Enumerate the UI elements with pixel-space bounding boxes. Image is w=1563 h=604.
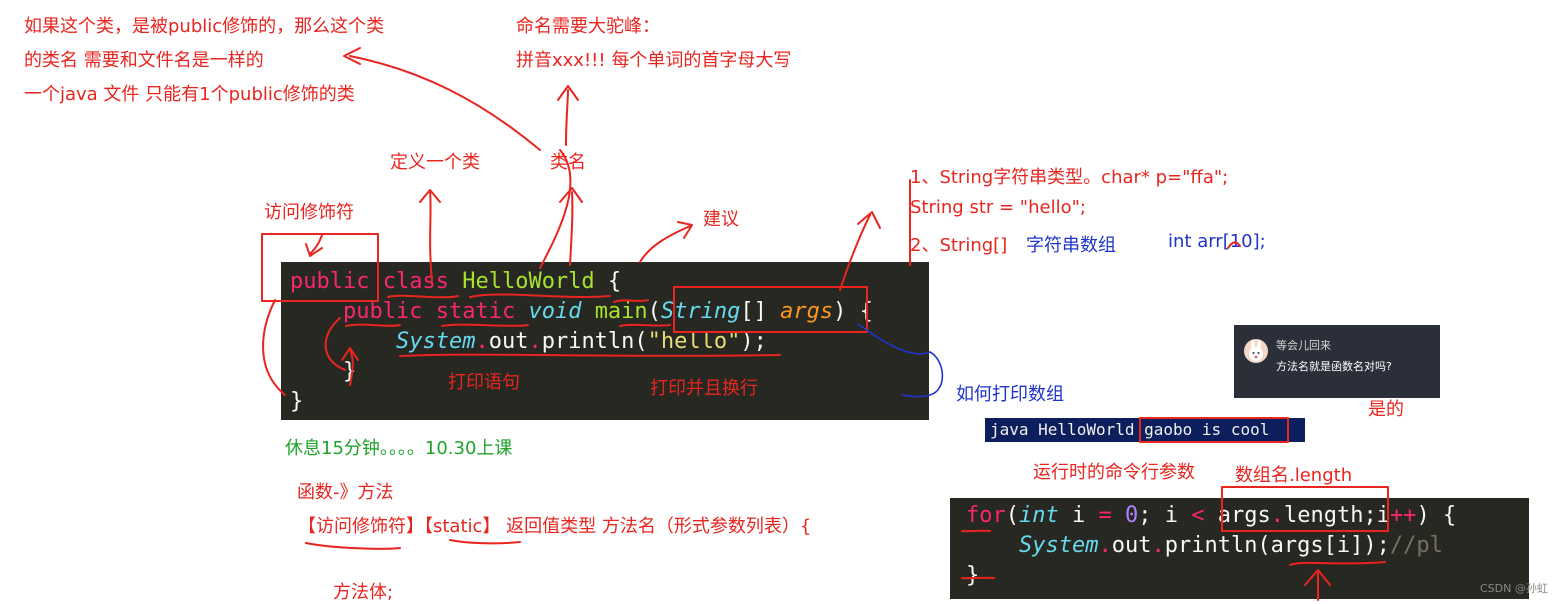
note-array-length: 数组名.length — [1235, 465, 1353, 486]
note-naming-1: 命名需要大驼峰： — [516, 16, 660, 37]
code-block-helloworld: public class HelloWorld { public static … — [281, 262, 929, 420]
code-token: 0 — [1125, 503, 1139, 528]
code-token — [966, 533, 1019, 558]
code-token: ); — [740, 329, 767, 354]
note-string-3: 2、String[] — [910, 235, 1008, 256]
terminal-command: java HelloWorld gaobo is cool — [985, 418, 1305, 442]
code-line-1: public class HelloWorld { — [290, 267, 621, 297]
code-token: out — [1111, 533, 1152, 558]
code-token: < — [1191, 503, 1205, 528]
chat-message: 方法名就是函数名对吗? — [1276, 360, 1392, 373]
note-method-body: 方法体; — [333, 582, 394, 603]
code-token — [515, 299, 528, 324]
code-token: ( — [647, 299, 661, 324]
note-define-class: 定义一个类 — [390, 152, 480, 173]
code2-line-2: System.out.println(args[i]);//pl — [966, 531, 1443, 561]
code-token — [581, 299, 594, 324]
code-token: . — [528, 329, 542, 354]
code-token: i — [1058, 503, 1099, 528]
note-how-print-array: 如何打印数组 — [956, 384, 1064, 405]
note-string-1: 1、String字符串类型。char* p="ffa"; — [910, 167, 1229, 188]
code-token: . — [475, 329, 489, 354]
code2-line-1: for(int i = 0; i < args.length;i++) { — [966, 501, 1456, 531]
code-line-4: } — [290, 357, 356, 387]
chat-popup[interactable]: 等会儿回来 方法名就是函数名对吗? — [1234, 325, 1440, 398]
code-token — [369, 269, 382, 294]
code-token: class — [382, 269, 449, 294]
code-token: System — [1018, 533, 1099, 558]
code-token: . — [1270, 503, 1284, 528]
code-token: [] — [740, 299, 781, 324]
note-access-modifier: 访问修饰符 — [264, 202, 354, 223]
code-token: args — [1204, 503, 1271, 528]
code-token: . — [1098, 533, 1112, 558]
code-token: } — [290, 359, 357, 384]
code-token: String — [660, 299, 741, 324]
note-public-rule-2: 的类名 需要和文件名是一样的 — [24, 50, 264, 71]
code-token: HelloWorld — [462, 269, 595, 294]
code-token: { — [594, 269, 622, 294]
note-int-arr: int arr[10]; — [1168, 231, 1266, 252]
note-print-newline: 打印并且换行 — [650, 378, 758, 399]
code-token: ; i — [1138, 503, 1192, 528]
code-token: ( — [1005, 503, 1019, 528]
code-token: ) { — [1416, 503, 1457, 528]
note-string-2: String str = "hello"; — [910, 197, 1086, 218]
code-token: } — [966, 563, 980, 588]
code-block-for-loop: for(int i = 0; i < args.length;i++) { Sy… — [950, 498, 1529, 599]
code-line-2: public static void main(String[] args) { — [290, 297, 873, 327]
note-class-name: 类名 — [550, 152, 586, 173]
code2-line-3: } — [966, 561, 979, 591]
code-token: println(args[i]); — [1164, 533, 1390, 558]
avatar — [1244, 339, 1268, 363]
code-line-3: System.out.println("hello"); — [290, 327, 767, 357]
code-token: out — [488, 329, 529, 354]
note-naming-2: 拼音xxx!!! 每个单词的首字母大写 — [516, 50, 792, 71]
code-token — [290, 329, 396, 354]
watermark: CSDN @孙虹 — [1480, 582, 1548, 595]
code-token: args — [780, 299, 834, 324]
code-token — [1112, 503, 1125, 528]
rabbit-icon — [1249, 340, 1263, 361]
code-token: ++ — [1389, 503, 1417, 528]
code-line-5: } — [290, 387, 303, 417]
chat-user: 等会儿回来 — [1276, 339, 1331, 352]
note-suggestion: 建议 — [703, 209, 739, 230]
code-token: public — [290, 269, 370, 294]
cmd-args: gaobo is cool — [1144, 420, 1270, 439]
code-token: main — [594, 299, 648, 324]
code-token: System — [395, 329, 476, 354]
code-token: //pl — [1389, 533, 1443, 558]
code-token — [422, 299, 435, 324]
note-public-rule-1: 如果这个类，是被public修饰的，那么这个类 — [24, 16, 385, 37]
code-token: void — [528, 299, 582, 324]
note-public-rule-3: 一个java 文件 只能有1个public修饰的类 — [24, 84, 355, 105]
code-token — [290, 299, 343, 324]
code-token: int — [1019, 503, 1059, 528]
note-string-array: 字符串数组 — [1026, 235, 1116, 256]
code-token: static — [435, 299, 516, 324]
note-break: 休息15分钟。。。。10.30上课 — [285, 438, 513, 459]
note-method-syntax: 【访问修饰符】【static】 返回值类型 方法名（形式参数列表）{ — [298, 516, 812, 537]
code-token: for — [966, 503, 1006, 528]
code-token: = — [1098, 503, 1112, 528]
code-token: ( — [634, 329, 648, 354]
note-print-statement: 打印语句 — [448, 372, 520, 393]
code-token: ) { — [833, 299, 873, 324]
note-cmd-args: 运行时的命令行参数 — [1033, 462, 1195, 483]
code-token — [449, 269, 462, 294]
code-token: "hello" — [647, 329, 741, 354]
note-function-method: 函数-》方法 — [297, 482, 394, 503]
note-yes: 是的 — [1368, 399, 1404, 420]
code-token: length;i — [1283, 503, 1390, 528]
code-token: . — [1151, 533, 1165, 558]
cmd-prefix: java HelloWorld — [990, 420, 1145, 439]
code-token: } — [290, 389, 304, 414]
code-token: public — [342, 299, 423, 324]
code-token: println — [541, 329, 635, 354]
